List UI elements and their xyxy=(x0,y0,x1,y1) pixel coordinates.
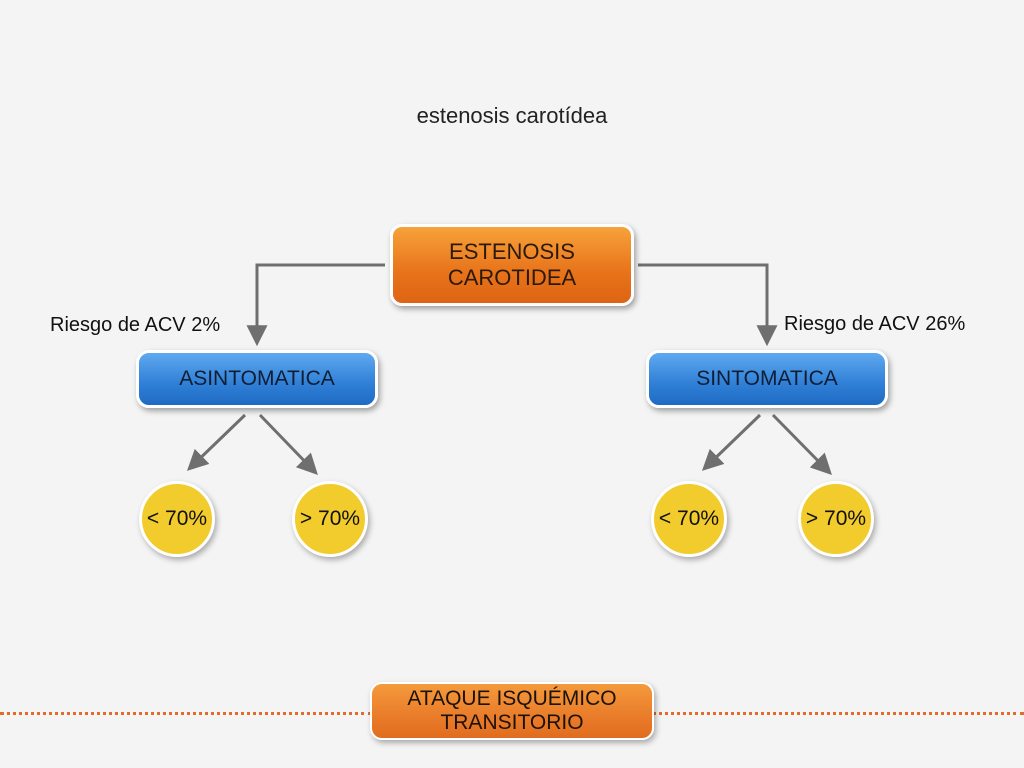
root-node-line2: CAROTIDEA xyxy=(447,265,577,290)
arrow-left-high xyxy=(258,413,318,476)
arrow-right-low xyxy=(701,413,762,471)
connector-root-right xyxy=(638,263,778,347)
diagram-title: estenosis carotídea xyxy=(416,103,608,128)
root-node: ESTENOSIS CAROTIDEA xyxy=(390,224,634,306)
bottom-node-line1: ATAQUE ISQUÉMICO xyxy=(407,687,617,710)
arrow-left-low xyxy=(186,413,247,471)
bottom-node: ATAQUE ISQUÉMICO TRANSITORIO xyxy=(370,682,654,740)
risk-label-right: Riesgo de ACV 26% xyxy=(784,313,966,335)
circle-left-high: > 70% xyxy=(292,481,368,557)
circle-left-low: < 70% xyxy=(139,481,215,557)
circle-right-high: > 70% xyxy=(798,481,874,557)
root-node-line1: ESTENOSIS xyxy=(449,239,575,264)
circle-right-low: < 70% xyxy=(651,481,727,557)
connector-root-left xyxy=(246,263,385,347)
risk-label-left: Riesgo de ACV 2% xyxy=(50,314,221,336)
node-asintomatica: ASINTOMATICA xyxy=(136,350,378,408)
dotted-line-left xyxy=(0,712,372,715)
arrow-right-high xyxy=(771,413,832,475)
dotted-line-right xyxy=(652,712,1024,715)
bottom-node-line2: TRANSITORIO xyxy=(440,711,584,734)
node-sintomatica: SINTOMATICA xyxy=(646,350,888,408)
